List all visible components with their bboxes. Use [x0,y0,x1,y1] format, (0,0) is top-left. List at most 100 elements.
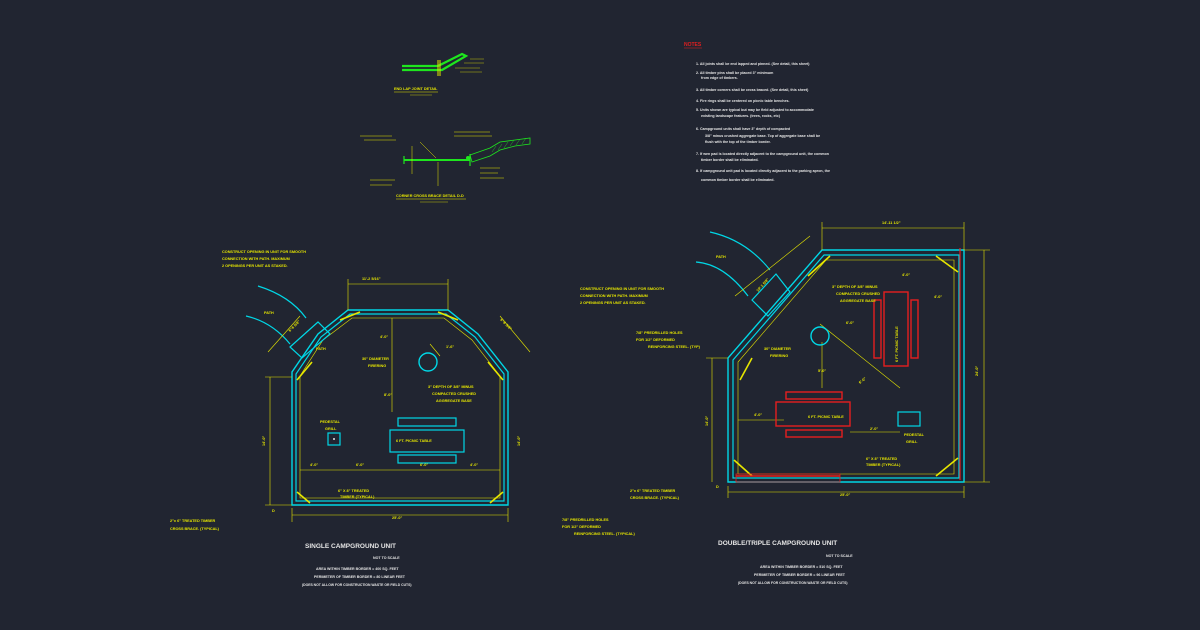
single-perimeter: PERIMETER OF TIMBER BORDER = 80 LINEAR F… [314,575,406,579]
single-dim-right: 14'-0" [517,435,521,446]
double-opening-note-3: 2 OPENINGS PER UNIT AS STAKED. [580,301,646,305]
double-opening-note-2: CONNECTION WITH PATH. MAXIMUM [580,294,648,298]
note-5: 5. Units shown are typical but may be fi… [696,108,814,112]
single-dim-bottom: 25'-0" [392,516,403,520]
single-scale: NOT TO SCALE [373,556,400,560]
double-dim-f: 5'-0" [818,369,826,373]
note-5b: existing landscape features. (trees, roc… [701,114,781,118]
notes-block: NOTES 1. All joints shall be end lapped … [684,42,830,182]
note-1: 1. All joints shall be end lapped and pi… [696,62,810,66]
note-8: 8. If campground unit pad is located dir… [696,169,830,173]
double-holes2-1: 7/8" PREDRILLED HOLES [562,518,609,522]
end-lap-label: END LAP JOINT DETAIL [394,87,438,91]
double-holes2-2: FOR 1/2" DEFORMED [562,525,601,529]
note-7: 7. If wen pad is located directly adjace… [696,152,829,156]
double-grill-2: GRILL [906,440,918,444]
single-dim-top: 11'-2 5/16" [362,277,381,281]
double-table-label: 6 FT. PICNIC TABLE [808,415,844,419]
single-timber-2: TIMBER (TYPICAL) [340,495,375,499]
single-table-label: 6 FT. PICNIC TABLE [396,439,432,443]
double-dim-right: 24'-0" [975,365,979,376]
double-dim-c: 4'-0" [934,295,942,299]
double-dim-left: 14'-0" [705,415,709,426]
double-dim-bottom: 25'-0" [840,493,851,497]
note-6: 6. Campground units shall have 3" depth … [696,127,790,131]
single-grill-1: PEDESTAL [320,420,341,424]
single-dim-diag-left: 6'-6 5/8" [288,319,301,332]
double-base-2: COMPACTED CRUSHED [836,292,880,296]
note-2b: from edge of timbers. [701,76,738,80]
double-dim-d: 4'-0" [902,273,910,277]
note-2: 2. All timber pins shall be placed 3" mi… [696,71,773,75]
double-dim-top: 14'-11 1/2" [882,221,901,225]
note-6c: flush with the top of the timber border. [705,140,771,144]
double-title: DOUBLE/TRIPLE CAMPGROUND UNIT [718,540,837,547]
single-opening-note-2: CONNECTION WITH PATH. MAXIMUM [222,257,290,261]
single-dim-c: 6'-0" [356,463,364,467]
double-dim-diag: 10'-1 5/8" [756,277,770,292]
note-8b: common timber border shall be eliminated… [701,178,775,182]
double-base-3: AGGREGATE BASE [840,299,876,303]
single-dim-g: 1'-6" [446,345,454,349]
single-base-1: 3" DEPTH OF 3/8" MINUS [428,385,474,389]
single-unit: CONSTRUCT OPENING IN UNIT FOR SMOOTH CON… [170,250,531,587]
double-table-rot-label: 6 FT. PICNIC TABLE [895,326,899,362]
double-timber-2: TIMBER (TYPICAL) [866,463,901,467]
double-firering-1: 30" DIAMETER [764,347,791,351]
single-opening-note-1: CONSTRUCT OPENING IN UNIT FOR SMOOTH [222,250,306,254]
single-dim-d: 4'-0" [310,463,318,467]
double-area: AREA WITHIN TIMBER BORDER = 510 SQ. FEET [760,565,843,569]
single-opening-note-3: 2 OPENINGS PER UNIT AS STAKED. [222,264,288,268]
single-timber-1: 6" X 8" TREATED [338,489,369,493]
double-timber-1: 6" X 8" TREATED [866,457,897,461]
single-d-marker: D [272,509,275,513]
note-3: 3. All timber corners shall be cross bra… [696,88,809,92]
double-holes-2: FOR 1/2" DEFORMED [636,338,675,342]
single-crossbrace-1: 2"x 6" TREATED TIMBER [170,519,216,523]
double-base-1: 3" DEPTH OF 3/8" MINUS [832,285,878,289]
double-perimeter: PERIMETER OF TIMBER BORDER = 96 LINEAR F… [754,573,846,577]
double-holes2-3: REINFORCING STEEL. (TYPICAL) [574,532,635,536]
single-path-label-1: PATH [264,311,274,315]
corner-brace-detail: CORNER CROSS BRACE DETAIL D-D [360,131,531,203]
corner-brace-label: CORNER CROSS BRACE DETAIL D-D [396,194,464,198]
single-base-3: AGGREGATE BASE [436,399,472,403]
double-dim-g: 2'-0" [870,427,878,431]
single-path-label-2: PATH [316,347,326,351]
single-area: AREA WITHIN TIMBER BORDER = 400 SQ. FEET [316,567,399,571]
notes-title: NOTES [684,42,702,48]
single-dim-e: 4'-0" [470,463,478,467]
single-dim-f: 6'-0" [420,463,428,467]
single-waste: (DOES NOT ALLOW FOR CONSTRUCTION WASTE O… [302,583,412,587]
note-6b: 3/8" minus crushed aggregate base. Top o… [705,134,820,138]
single-dim-diag-right: 6'-6 5/8" [499,318,512,331]
note-4: 4. Fire rings shall be centered on picni… [696,99,789,103]
double-crossbrace-2: CROSS BRACE. (TYPICAL) [630,496,680,500]
double-d-marker: D [716,485,719,489]
single-grill-2: GRILL [325,427,337,431]
single-dim-a: 4'-0" [380,335,388,339]
double-unit: CONSTRUCT OPENING IN UNIT FOR SMOOTH CON… [562,221,990,585]
double-crossbrace-1: 2"x 6" TREATED TIMBER [630,489,676,493]
single-firering-1: 30" DIAMETER [362,357,389,361]
double-dim-e: 6'-0" [858,376,867,384]
double-dim-a: 4'-0" [754,413,762,417]
double-scale: NOT TO SCALE [826,554,853,558]
double-dim-b: 6'-0" [846,321,854,325]
double-firering-2: FIRERING [770,354,788,358]
end-lap-detail: END LAP JOINT DETAIL [394,52,484,96]
double-waste: (DOES NOT ALLOW FOR CONSTRUCTION WASTE O… [738,581,848,585]
single-crossbrace-2: CROSS BRACE. (TYPICAL) [170,527,220,531]
double-holes-3: REINFORCING STEEL. (TYP) [648,345,701,349]
single-base-2: COMPACTED CRUSHED [432,392,476,396]
single-firering-2: FIRERING [368,364,386,368]
note-7b: timber border shall be eliminated. [701,158,759,162]
single-dim-left: 14'-0" [262,435,266,446]
double-opening-note-1: CONSTRUCT OPENING IN UNIT FOR SMOOTH [580,287,664,291]
single-dim-b: 8'-0" [384,393,392,397]
single-title: SINGLE CAMPGROUND UNIT [305,543,396,550]
double-holes-1: 7/8" PREDRILLED HOLES [636,331,683,335]
double-grill-1: PEDESTAL [904,433,925,437]
double-path-label: PATH [716,255,726,259]
